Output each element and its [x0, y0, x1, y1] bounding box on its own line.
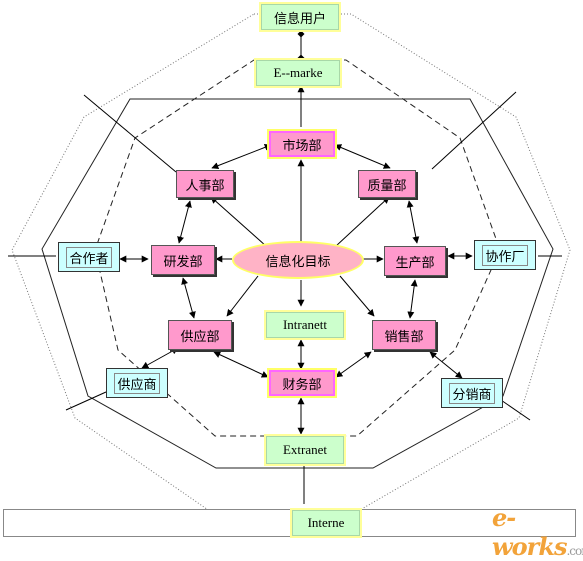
middle-octagon	[41, 98, 554, 469]
hr-dept-node: 人事部	[176, 170, 234, 198]
cofactory-node: 协作厂	[474, 240, 536, 270]
connector-layer	[8, 13, 571, 515]
quality-dept-node: 质量部	[358, 170, 416, 198]
internet-node: Interne	[292, 510, 360, 536]
market-dept-node: 市场部	[269, 131, 335, 157]
diagram-canvas: 信息用户 E--marke 市场部 人事部 质量部 合作者 研发部 信息化目标 …	[3, 4, 583, 561]
watermark-logo: e-works.com	[492, 503, 583, 561]
rd-dept-node: 研发部	[151, 245, 215, 275]
supply-dept-node: 供应部	[168, 320, 232, 350]
finance-dept-node: 财务部	[269, 370, 335, 396]
inner-octagon	[94, 59, 501, 437]
production-dept-node: 生产部	[384, 246, 446, 276]
emarket-node: E--marke	[256, 60, 340, 86]
internet-band	[3, 509, 576, 537]
distributor-node: 分销商	[441, 378, 503, 408]
sales-dept-node: 销售部	[372, 320, 436, 350]
center-goal-ellipse: 信息化目标	[232, 241, 364, 279]
partner-node: 合作者	[58, 242, 120, 272]
extranet-node: Extranet	[266, 436, 344, 464]
intranet-node: Intranett	[266, 312, 344, 338]
info-user-node: 信息用户	[261, 4, 339, 30]
supplier-node: 供应商	[106, 368, 168, 398]
